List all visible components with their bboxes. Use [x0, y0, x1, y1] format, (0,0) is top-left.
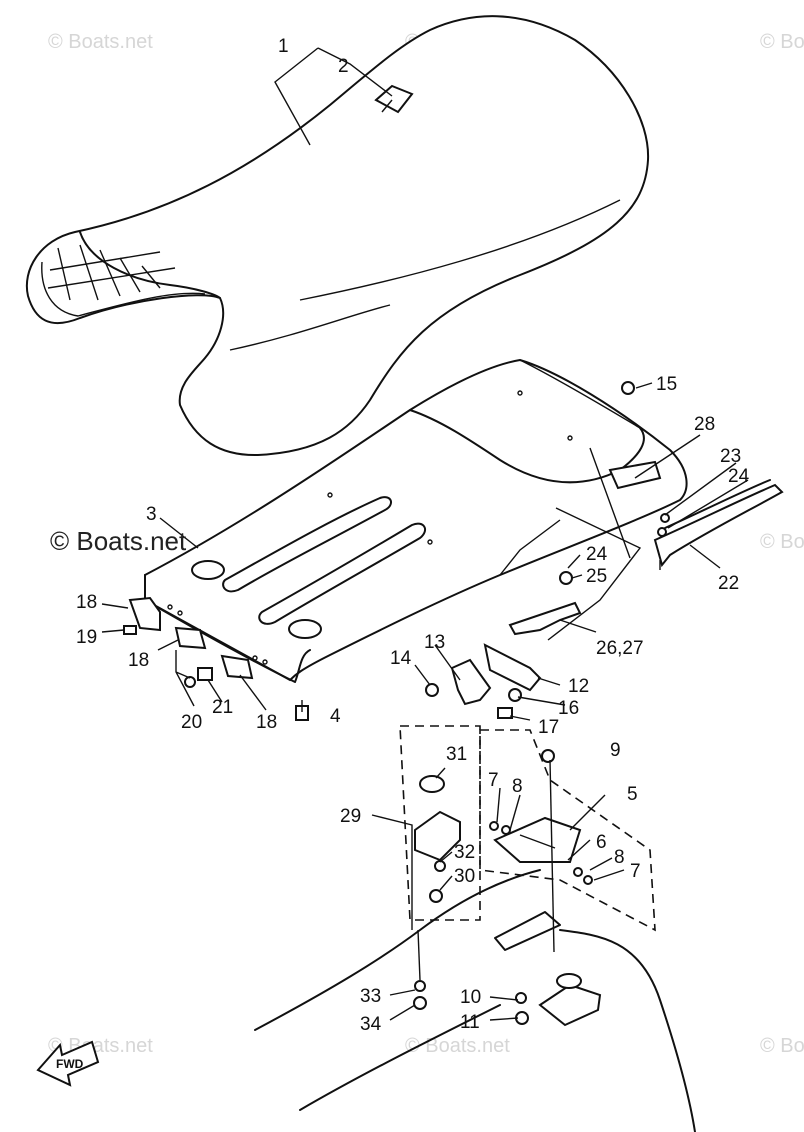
- callout-24: 24: [728, 466, 750, 487]
- callout-7: 7: [488, 770, 499, 791]
- callout-22: 22: [718, 573, 739, 594]
- watermark-text: © Boats.net: [760, 1035, 804, 1057]
- callout-28: 28: [694, 414, 715, 435]
- callout-labels: 1 2 3 4 5 6 7 7 8 8 9 10 11 12 13 14 15 …: [76, 36, 750, 1035]
- watermark-text: © Boats.net: [48, 31, 153, 53]
- callout-18: 18: [256, 712, 277, 733]
- callout-6: 6: [596, 832, 607, 853]
- callout-30: 30: [454, 866, 475, 887]
- callout-4: 4: [330, 706, 341, 727]
- callout-2: 2: [338, 56, 349, 77]
- callout-31: 31: [446, 744, 467, 765]
- callout-14: 14: [390, 648, 412, 669]
- callout-5: 5: [627, 784, 638, 805]
- callout-7: 7: [630, 861, 641, 882]
- callout-26-27: 26,27: [596, 638, 644, 659]
- callout-3: 3: [146, 504, 157, 525]
- callout-10: 10: [460, 987, 481, 1008]
- seat-stay: [414, 775, 461, 903]
- callout-1: 1: [278, 36, 289, 57]
- callout-32: 32: [454, 842, 475, 863]
- detail-box-29: [399, 725, 481, 921]
- watermark-text: © Boats.net: [760, 31, 804, 53]
- callout-8: 8: [614, 847, 625, 868]
- seat-base: [144, 358, 688, 683]
- callout-33: 33: [360, 986, 381, 1007]
- seat-latch: [489, 749, 593, 885]
- callout-24: 24: [586, 544, 608, 565]
- callout-12: 12: [568, 676, 589, 697]
- detail-box-5: [479, 729, 656, 932]
- forward-arrow-icon: FWD: [36, 1040, 100, 1087]
- callout-18: 18: [76, 592, 97, 613]
- forward-arrow-label: FWD: [56, 1057, 84, 1071]
- callout-29: 29: [340, 806, 361, 827]
- callout-11: 11: [460, 1012, 480, 1033]
- watermark-foreground: © Boats.net: [50, 526, 187, 556]
- callout-17: 17: [538, 717, 559, 738]
- callout-21: 21: [212, 697, 233, 718]
- callout-23: 23: [720, 446, 741, 467]
- watermark-text: © Boats.net: [760, 531, 804, 553]
- callout-20: 20: [181, 712, 202, 733]
- callout-13: 13: [424, 632, 445, 653]
- callout-9: 9: [610, 740, 621, 761]
- callout-19: 19: [76, 627, 97, 648]
- callout-16: 16: [558, 698, 579, 719]
- callout-34: 34: [360, 1014, 382, 1035]
- hull-deck: [254, 869, 696, 1132]
- seat-cushion: [25, 15, 650, 457]
- callout-18: 18: [128, 650, 149, 671]
- leader-lines: [101, 47, 749, 1021]
- latch-parts: [123, 381, 635, 721]
- callout-15: 15: [656, 374, 677, 395]
- callout-25: 25: [586, 566, 607, 587]
- callout-8: 8: [512, 776, 523, 797]
